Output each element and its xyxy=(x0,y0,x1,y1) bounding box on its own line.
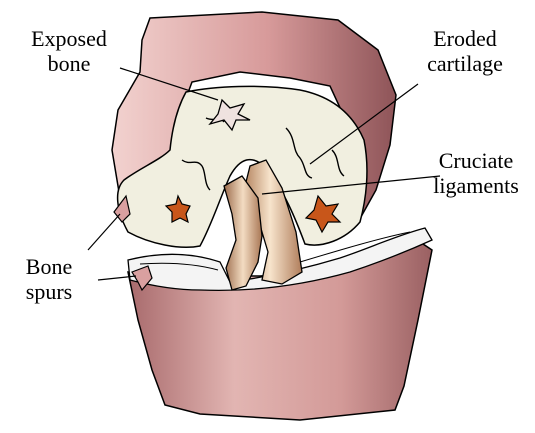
label-line: Exposed xyxy=(8,26,130,51)
label-line: cartilage xyxy=(406,51,524,76)
label-line: ligaments xyxy=(420,173,532,198)
label-line: Eroded xyxy=(406,26,524,51)
label-eroded-cartilage: Eroded cartilage xyxy=(406,26,524,76)
label-line: bone xyxy=(8,51,130,76)
label-line: spurs xyxy=(14,279,84,304)
leader-line-bone-spurs xyxy=(88,214,120,250)
label-cruciate-ligaments: Cruciate ligaments xyxy=(420,148,532,198)
label-exposed-bone: Exposed bone xyxy=(8,26,130,76)
label-line: Cruciate xyxy=(420,148,532,173)
label-line: Bone xyxy=(14,254,84,279)
label-bone-spurs: Bone spurs xyxy=(14,254,84,304)
